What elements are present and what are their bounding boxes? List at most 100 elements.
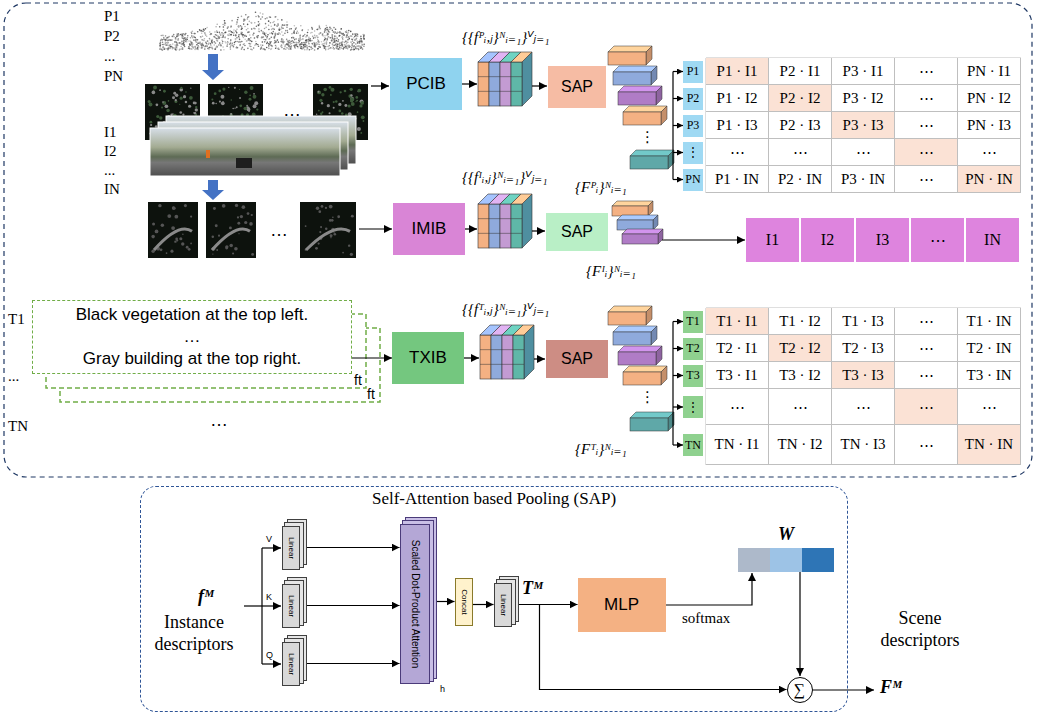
cloud-point	[241, 34, 243, 36]
cloud-point	[196, 39, 198, 41]
cloud-point	[243, 19, 245, 21]
cloud-point	[324, 43, 326, 45]
cloud-point	[299, 35, 301, 37]
bar-face	[658, 229, 663, 244]
formula: {{fᵀᵢ,ⱼ}ᴺᵢ₌₁}ⱽⱼ₌₁	[462, 300, 549, 318]
block-face	[511, 52, 532, 62]
cloud-point	[243, 37, 245, 39]
cloud-point	[285, 44, 287, 46]
image-speck	[190, 87, 191, 88]
ellipsis: ⋮	[640, 128, 655, 146]
cloud-point	[363, 38, 365, 40]
cloud-point	[197, 39, 199, 41]
cloud-point	[339, 45, 341, 47]
cloud-point	[264, 41, 266, 43]
node-text: PN	[685, 172, 700, 187]
cloud-point	[335, 43, 337, 45]
cloud-point	[271, 29, 273, 31]
bar-face	[618, 352, 656, 365]
ellipsis: …	[283, 100, 301, 121]
cloud-point	[250, 22, 252, 24]
cloud-point	[275, 41, 277, 43]
cloud-point	[271, 46, 273, 48]
formula: {{fᴵᵢ,ⱼ}ᴺᵢ₌₁}ⱽⱼ₌₁	[462, 168, 547, 186]
cloud-point	[346, 37, 348, 39]
cloud-point	[292, 33, 294, 35]
cloud-point	[249, 21, 251, 23]
cloud-point	[275, 40, 277, 42]
connector	[352, 357, 392, 358]
image-speck	[222, 88, 225, 91]
cloud-point	[317, 37, 319, 39]
image-speck	[167, 214, 171, 218]
image-crop	[206, 202, 256, 258]
cloud-point	[215, 26, 217, 28]
cloud-point	[275, 33, 277, 35]
symbol-label: W	[778, 524, 794, 545]
cloud-point	[199, 29, 201, 31]
table-cell: T1 · I1	[706, 308, 769, 335]
cloud-point	[290, 48, 292, 50]
cloud-point	[265, 35, 267, 37]
cloud-point	[277, 25, 279, 27]
table-cell: ⋯	[832, 139, 895, 166]
cloud-point	[185, 33, 187, 35]
image-speck	[351, 215, 354, 218]
image-speck	[181, 242, 184, 245]
cloud-point	[287, 40, 289, 42]
image-speck	[339, 91, 341, 93]
image-speck	[331, 219, 334, 222]
cloud-point	[334, 31, 336, 33]
cloud-point	[308, 40, 310, 42]
image-speck	[341, 112, 344, 115]
cloud-point	[193, 36, 195, 38]
cloud-point	[216, 39, 218, 41]
cloud-point	[358, 42, 360, 44]
image-speck	[249, 222, 253, 226]
row-label: IN	[104, 181, 120, 198]
image-speck	[253, 95, 257, 99]
formula: {Fᴵᵢ}ᴺᵢ₌₁	[586, 262, 636, 280]
cloud-point	[317, 39, 319, 41]
cloud-point	[222, 46, 224, 48]
cloud-point	[281, 19, 283, 21]
image-speck	[172, 206, 175, 209]
cloud-point	[283, 48, 285, 50]
cloud-point	[227, 42, 229, 44]
cloud-point	[252, 34, 254, 36]
cloud-point	[180, 43, 182, 45]
image-speck	[212, 102, 215, 105]
cloud-point	[238, 37, 240, 39]
cloud-point	[312, 48, 314, 50]
cloud-point	[247, 28, 249, 30]
table-cell: IN	[966, 218, 1021, 262]
table-cell: TN · IN	[958, 425, 1021, 465]
image-speck	[335, 100, 337, 102]
cloud-point	[289, 28, 291, 30]
cloud-point	[211, 40, 213, 42]
image-speck	[230, 99, 232, 101]
cloud-point	[277, 19, 279, 21]
cloud-point	[194, 33, 196, 35]
cloud-point	[323, 45, 325, 47]
formula: {Fᵀᵢ}ᴺᵢ₌₁	[575, 440, 627, 458]
table-cell: ⋯	[958, 139, 1021, 166]
cloud-point	[215, 42, 217, 44]
cloud-point	[224, 37, 226, 39]
cloud-point	[189, 44, 191, 46]
cloud-point	[249, 34, 251, 36]
image-speck	[356, 100, 358, 102]
cloud-point	[201, 39, 203, 41]
bar-face	[651, 66, 657, 85]
cloud-point	[179, 48, 181, 50]
image-speck	[163, 90, 166, 93]
cloud-point	[183, 44, 185, 46]
cloud-point	[328, 48, 330, 50]
cloud-point	[293, 41, 295, 43]
cloud-point	[293, 32, 295, 34]
cloud-point	[165, 40, 167, 42]
cloud-point	[356, 40, 358, 42]
flow-arrow	[673, 348, 683, 349]
bar-face	[613, 326, 657, 332]
table-cell: T2 · IN	[958, 335, 1021, 362]
